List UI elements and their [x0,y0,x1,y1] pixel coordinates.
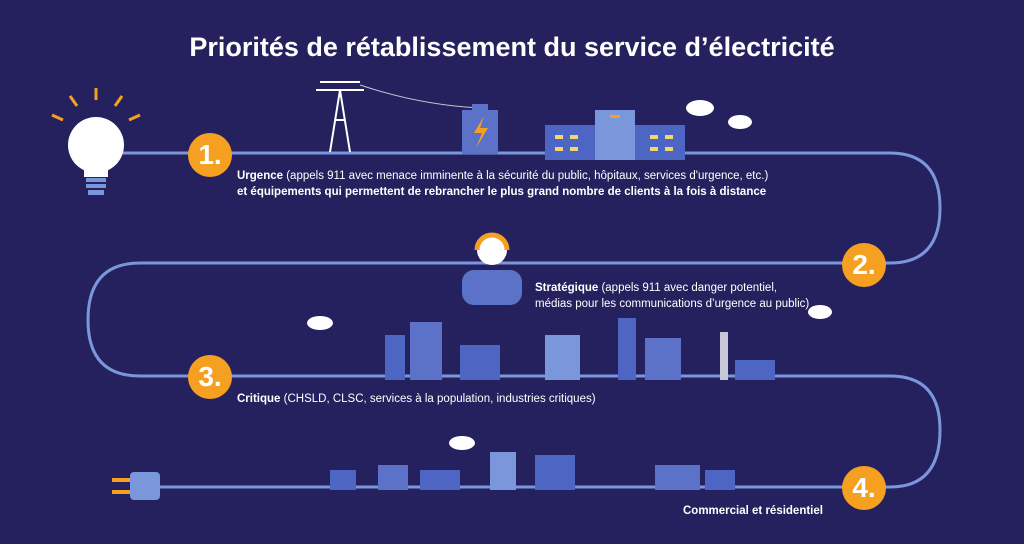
residential-houses [330,452,735,490]
step-number-3: 3. [188,355,232,399]
operator-headset-icon [462,232,522,305]
infographic-title: Priorités de rétablissement du service d… [189,32,835,62]
step-1-label: Urgence [237,170,284,182]
step-number-1: 1. [188,133,232,177]
step-1-description: Urgence (appels 911 avec menace imminent… [237,168,768,200]
step-1-text2: et équipements qui permettent de rebranc… [237,186,767,198]
hospital-icon [545,110,685,160]
cloud-icon [307,100,832,450]
step-number-4: 4. [842,466,886,510]
step-1-text: (appels 911 avec menace imminente à la s… [283,170,769,182]
step-2-description: Stratégique (appels 911 avec danger pote… [535,280,809,312]
power-pylon-icon [316,81,481,153]
route-path [86,151,942,489]
lightbulb-icon [51,88,141,195]
step-2-label: Stratégique [535,282,599,294]
step-number-2: 2. [842,243,886,287]
battery-icon [462,104,498,154]
plug-icon [112,472,160,500]
city-skyline [385,318,775,380]
step-4-label: Commercial et résidentiel [683,505,823,517]
step-3-text: (CHSLD, CLSC, services à la population, … [280,393,596,405]
step-3-label: Critique [237,393,281,405]
step-2-text2: médias pour les communications d’urgence… [535,298,810,310]
step-2-text: (appels 911 avec danger potentiel, [598,282,778,294]
step-3-description: Critique (CHSLD, CLSC, services à la pop… [237,391,596,407]
